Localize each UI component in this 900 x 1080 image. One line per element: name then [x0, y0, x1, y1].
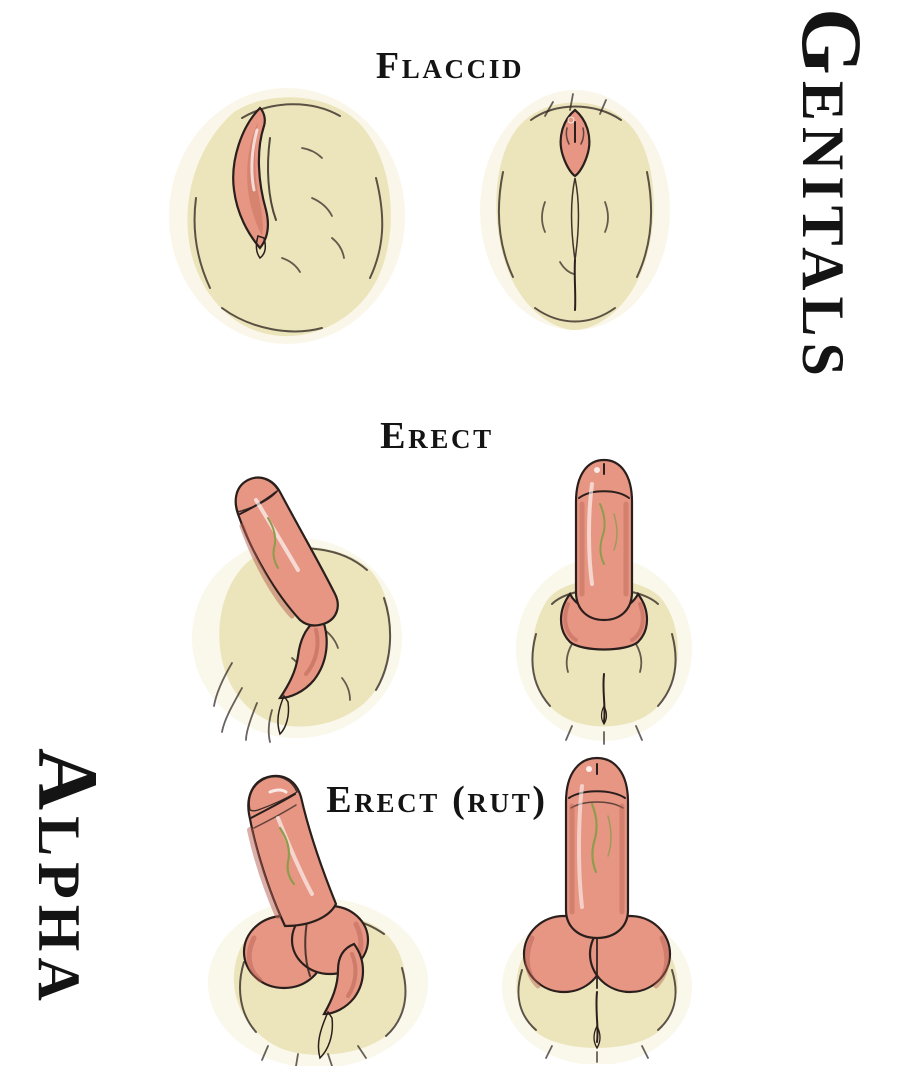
- sheet-title-alpha: Alpha: [20, 748, 116, 1007]
- section-label-erect-rut: Erect (rut): [326, 779, 548, 821]
- fur-mound: [192, 538, 402, 743]
- shaft: [234, 476, 339, 627]
- flaccid-front-view-illustration: [480, 90, 670, 330]
- section-label-erect: Erect: [380, 415, 494, 457]
- section-label-flaccid: Flaccid: [375, 45, 525, 87]
- cleft: [593, 991, 601, 1050]
- erect-front-view-illustration: [516, 458, 692, 745]
- fur-mound: [169, 88, 405, 344]
- shaft: [574, 458, 634, 622]
- shaft: [247, 774, 338, 928]
- fur-mound: [480, 90, 670, 330]
- flaccid-side-view-illustration: [169, 88, 405, 344]
- sheath: [232, 106, 277, 260]
- shaft: [564, 756, 630, 940]
- sheath: [559, 108, 591, 311]
- sheath-fold: [317, 942, 365, 1060]
- sheet-title-genitals: Genitals: [784, 8, 880, 382]
- erect-rut-side-view-illustration: [208, 774, 428, 1066]
- cleft: [600, 673, 608, 726]
- erect-rut-front-view-illustration: [502, 756, 692, 1064]
- erect-side-view-illustration: [192, 476, 402, 743]
- retracted-sheath: [277, 616, 328, 736]
